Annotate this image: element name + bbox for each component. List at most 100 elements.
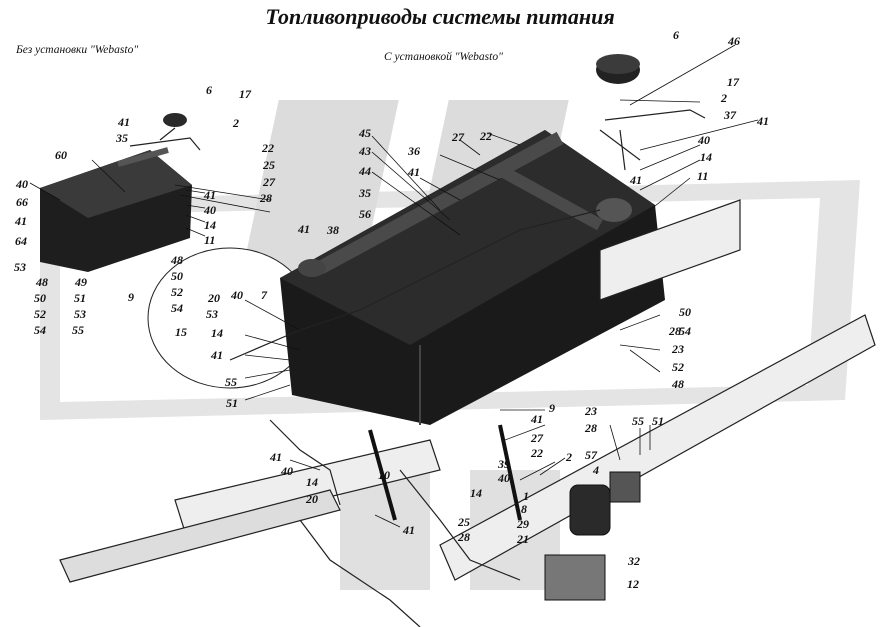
callout-label: 50	[34, 291, 46, 305]
callout-label: 21	[517, 532, 529, 546]
callout-label: 29	[517, 517, 529, 531]
callout-label: 20	[306, 492, 318, 506]
callout-label: 41	[118, 115, 130, 129]
callout-label: 41	[531, 412, 543, 426]
small-fuel-tank	[40, 113, 201, 272]
callout-label: 12	[627, 577, 639, 591]
callout-label: 40	[281, 464, 293, 478]
callout-label: 15	[175, 325, 187, 339]
callout-label: 25	[263, 158, 275, 172]
callout-label: 43	[359, 144, 371, 158]
callout-label: 28	[585, 421, 597, 435]
callout-label: 41	[211, 348, 223, 362]
callout-label: 44	[359, 164, 371, 178]
callout-label: 40	[698, 133, 710, 147]
callout-label: 49	[75, 275, 87, 289]
callout-label: 14	[470, 486, 482, 500]
callout-label: 4	[593, 463, 599, 477]
callout-label: 48	[171, 253, 183, 267]
callout-label: 41	[270, 450, 282, 464]
callout-label: 41	[298, 222, 310, 236]
callout-label: 17	[239, 87, 251, 101]
callout-label: 60	[55, 148, 67, 162]
callout-label: 7	[261, 288, 267, 302]
callout-label: 41	[204, 188, 216, 202]
callout-label: 50	[679, 305, 691, 319]
callout-label: 32	[628, 554, 640, 568]
callout-label: 52	[672, 360, 684, 374]
callout-label: 2	[233, 116, 239, 130]
callout-label: 54	[34, 323, 46, 337]
callout-label: 14	[306, 475, 318, 489]
callout-label: 6	[206, 83, 212, 97]
callout-label: 41	[15, 214, 27, 228]
callout-label: 14	[700, 150, 712, 164]
callout-label: 9	[128, 290, 134, 304]
callout-label: 53	[14, 260, 26, 274]
callout-label: 52	[171, 285, 183, 299]
callout-label: 41	[630, 173, 642, 187]
callout-label: 50	[171, 269, 183, 283]
callout-label: 23	[585, 404, 597, 418]
page-title: Топливоприводы системы питания	[265, 4, 615, 29]
callout-label: 28	[669, 324, 681, 338]
callout-label: 22	[480, 129, 492, 143]
callout-label: 55	[72, 323, 84, 337]
callout-label: 17	[727, 75, 739, 89]
callout-label: 55	[632, 414, 644, 428]
callout-label: 20	[208, 291, 220, 305]
callout-label: 35	[116, 131, 128, 145]
subtitle-without-webasto: Без установки "Webasto"	[16, 44, 139, 56]
callout-label: 41	[757, 114, 769, 128]
callout-label: 28	[260, 191, 272, 205]
callout-label: 6	[673, 28, 679, 42]
callout-label: 51	[74, 291, 86, 305]
callout-label: 22	[262, 141, 274, 155]
callout-label: 8	[521, 502, 527, 516]
callout-label: 28	[458, 530, 470, 544]
callout-label: 38	[327, 223, 339, 237]
callout-label: 35	[359, 186, 371, 200]
callout-label: 37	[724, 108, 736, 122]
callout-label: 40	[231, 288, 243, 302]
callout-label: 56	[359, 207, 371, 221]
frame-rails	[59, 199, 876, 583]
callout-label: 39	[498, 457, 510, 471]
callout-label: 48	[672, 377, 684, 391]
callout-label: 54	[679, 324, 691, 338]
callout-label: 41	[403, 523, 415, 537]
callout-label: 23	[672, 342, 684, 356]
callout-label: 64	[15, 234, 27, 248]
callout-label: 14	[204, 218, 216, 232]
fuel-lines	[229, 209, 601, 627]
large-fuel-tank	[280, 54, 706, 425]
callout-label: 14	[211, 326, 223, 340]
callout-label: 11	[697, 169, 709, 183]
callout-label: 10	[378, 468, 390, 482]
callout-label: 66	[16, 195, 28, 209]
callout-label: 36	[408, 144, 420, 158]
callout-label: 11	[204, 233, 216, 247]
callout-label: 9	[549, 401, 555, 415]
brackets	[368, 424, 641, 601]
callout-label: 2	[721, 91, 727, 105]
callout-label: 2	[566, 450, 572, 464]
callout-label: 1	[523, 489, 529, 503]
callout-label: 27	[263, 175, 275, 189]
callout-label: 45	[359, 126, 371, 140]
callout-label: 48	[36, 275, 48, 289]
callout-label: 40	[498, 471, 510, 485]
callout-label: 22	[531, 446, 543, 460]
leader-lines	[29, 44, 759, 528]
callout-label: 40	[204, 203, 216, 217]
callout-label: 25	[458, 515, 470, 529]
callout-label: 54	[171, 301, 183, 315]
callout-label: 51	[652, 414, 664, 428]
subtitle-with-webasto: С установкой "Webasto"	[384, 51, 503, 63]
callout-label: 40	[16, 177, 28, 191]
callout-label: 41	[408, 165, 420, 179]
callout-label: 53	[74, 307, 86, 321]
callout-label: 27	[452, 130, 464, 144]
callout-label: 27	[531, 431, 543, 445]
